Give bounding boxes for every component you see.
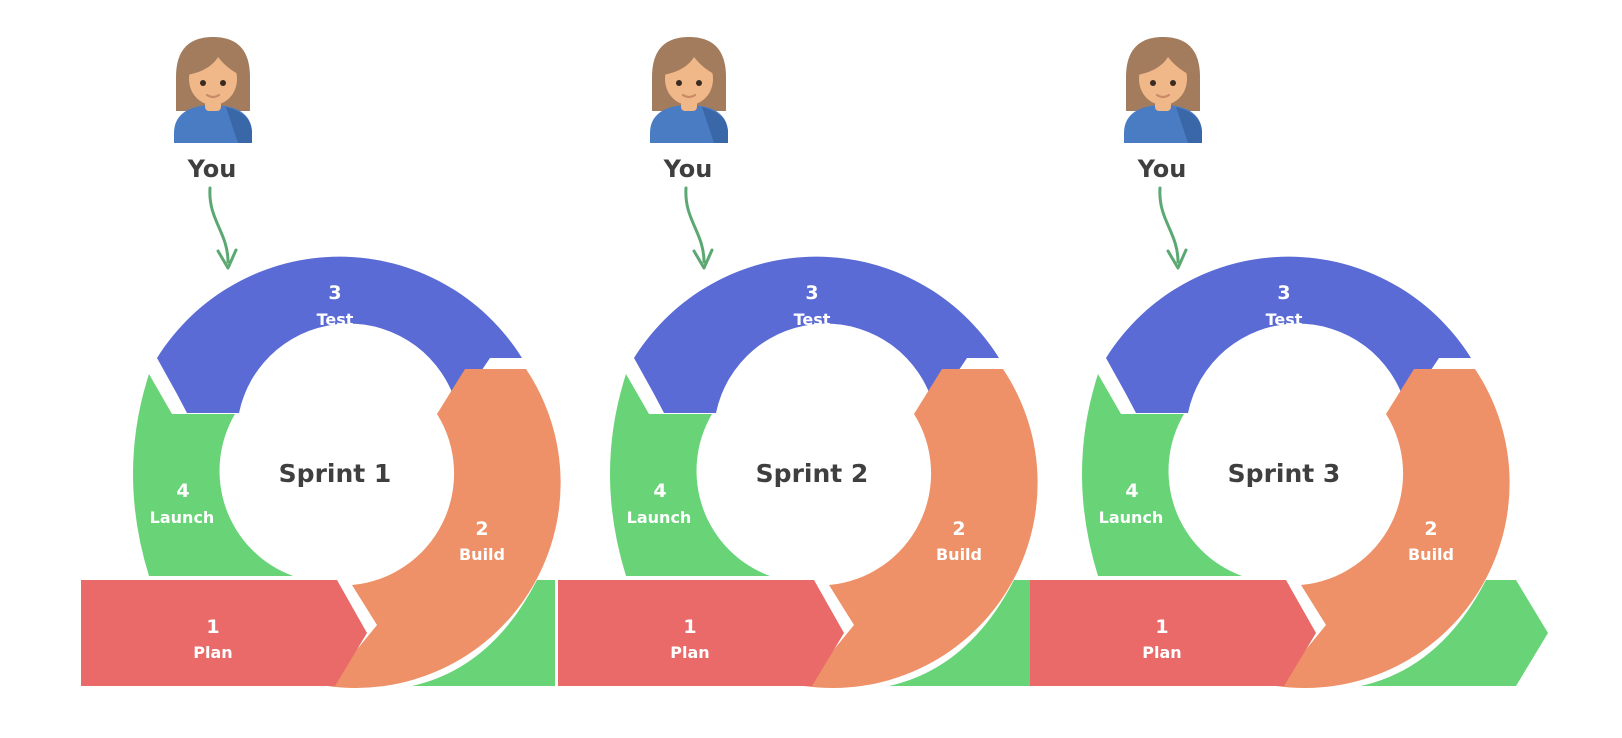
test-number: 3 <box>328 282 341 304</box>
plan-number: 1 <box>206 616 219 638</box>
arrow-head-icon <box>1166 248 1188 270</box>
you-label: You <box>1137 155 1187 183</box>
sprint-title: Sprint 3 <box>1228 459 1341 488</box>
plan-label: Plan <box>193 643 232 662</box>
you-label: You <box>663 155 713 183</box>
sprint-title: Sprint 1 <box>279 459 392 488</box>
test-label: Test <box>317 310 354 329</box>
plan-label: Plan <box>1142 643 1181 662</box>
build-label: Build <box>1408 545 1454 564</box>
test-number: 3 <box>805 282 818 304</box>
you-label: You <box>187 155 237 183</box>
arrow-line <box>684 186 706 264</box>
launch-number: 4 <box>653 480 666 502</box>
build-number: 2 <box>952 518 965 540</box>
sprint-title: Sprint 2 <box>756 459 869 488</box>
test-label: Test <box>1266 310 1303 329</box>
launch-arrow-head <box>1504 580 1548 686</box>
build-label: Build <box>459 545 505 564</box>
plan-number: 1 <box>1155 616 1168 638</box>
arrow-line <box>208 186 230 264</box>
launch-label: Launch <box>1099 508 1164 527</box>
test-label: Test <box>794 310 831 329</box>
arrow-line <box>1158 186 1180 264</box>
plan-number: 1 <box>683 616 696 638</box>
build-number: 2 <box>475 518 488 540</box>
launch-number: 4 <box>176 480 189 502</box>
launch-label: Launch <box>150 508 215 527</box>
person-icon <box>1122 35 1204 145</box>
build-number: 2 <box>1424 518 1437 540</box>
arrow-head-icon <box>692 248 714 270</box>
arrow-head-icon <box>216 248 238 270</box>
person-icon <box>172 35 254 145</box>
test-number: 3 <box>1277 282 1290 304</box>
plan-label: Plan <box>670 643 709 662</box>
person-icon <box>648 35 730 145</box>
launch-number: 4 <box>1125 480 1138 502</box>
build-label: Build <box>936 545 982 564</box>
launch-label: Launch <box>627 508 692 527</box>
